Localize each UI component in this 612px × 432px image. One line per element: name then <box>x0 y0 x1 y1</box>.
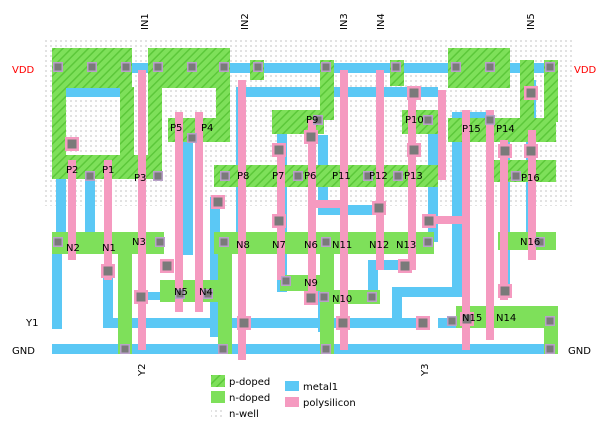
pmos-label: P7 <box>272 171 284 182</box>
nmos-label: N16 <box>520 237 540 248</box>
vdd-label-right: VDD <box>574 65 597 76</box>
output-label-y1: Y1 <box>25 318 38 329</box>
pmos-label: P9 <box>306 115 318 126</box>
input-label-in4: IN4 <box>376 13 387 30</box>
legend-p-doped: p-doped <box>229 377 270 388</box>
pmos-label: P16 <box>521 173 540 184</box>
input-label-in1: IN1 <box>140 13 151 30</box>
pmos-label: P5 <box>170 123 182 134</box>
pmos-label: P1 <box>102 165 114 176</box>
pmos-label: P6 <box>304 171 316 182</box>
vdd-label-left: VDD <box>12 65 35 76</box>
nmos-label: N4 <box>199 287 213 298</box>
pmos-label: P12 <box>369 171 388 182</box>
legend: p-doped n-doped n-well metal1 polysilico… <box>211 375 356 420</box>
nmos-label: N11 <box>332 240 352 251</box>
legend-n-doped: n-doped <box>229 393 270 404</box>
nmos-label: N10 <box>332 294 352 305</box>
pmos-label: P2 <box>66 165 78 176</box>
legend-n-well: n-well <box>229 409 259 420</box>
nmos-label: N2 <box>66 243 80 254</box>
legend-swatch-n-doped <box>211 391 225 403</box>
nmos-label: N5 <box>174 287 188 298</box>
pmos-label: P3 <box>134 173 146 184</box>
nmos-label: N9 <box>304 278 318 289</box>
pmos-label: P13 <box>404 171 423 182</box>
gnd-label-left: GND <box>12 346 35 357</box>
nmos-label: N13 <box>396 240 416 251</box>
legend-swatch-metal1 <box>285 381 299 391</box>
legend-swatch-polysilicon <box>285 397 299 407</box>
polysilicon-layer <box>68 70 536 360</box>
input-label-in3: IN3 <box>339 13 350 30</box>
legend-swatch-n-well <box>211 407 225 419</box>
input-label-in5: IN5 <box>526 13 537 30</box>
nmos-label: N6 <box>304 240 318 251</box>
output-label-y3: Y3 <box>420 364 431 377</box>
gnd-label-right: GND <box>568 346 591 357</box>
input-label-in2: IN2 <box>240 13 251 30</box>
nmos-label: N8 <box>236 240 250 251</box>
pmos-label: P8 <box>237 171 249 182</box>
legend-swatch-p-doped <box>211 375 225 387</box>
nmos-label: N15 <box>462 313 482 324</box>
nmos-label: N1 <box>102 243 116 254</box>
pmos-label: P10 <box>405 115 424 126</box>
pmos-label: P15 <box>462 124 481 135</box>
output-label-y2: Y2 <box>137 364 148 377</box>
nmos-label: N7 <box>272 240 286 251</box>
nmos-label: N3 <box>132 237 146 248</box>
legend-metal1: metal1 <box>303 382 338 393</box>
nmos-label: N14 <box>496 313 516 324</box>
nmos-label: N12 <box>369 240 389 251</box>
pmos-label: P4 <box>201 123 213 134</box>
legend-polysilicon: polysilicon <box>303 398 356 409</box>
pmos-label: P11 <box>332 171 351 182</box>
pmos-label: P14 <box>496 124 515 135</box>
